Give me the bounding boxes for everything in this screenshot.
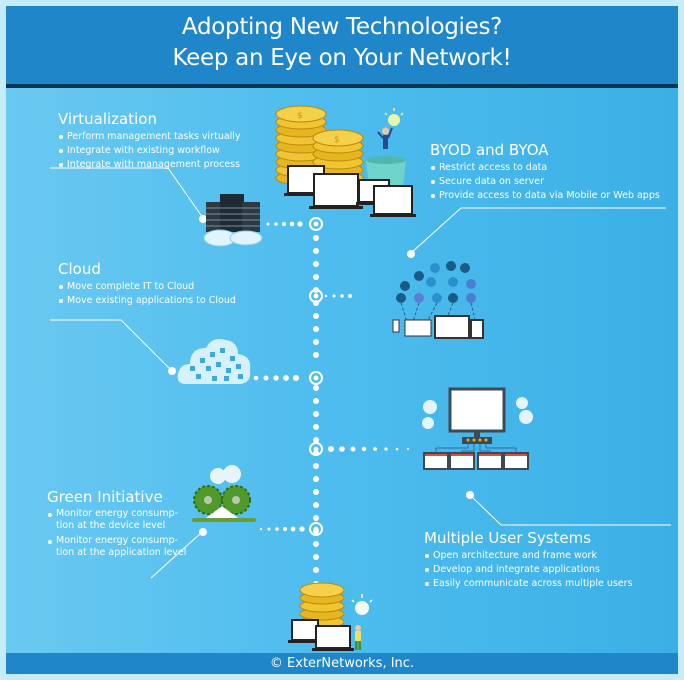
app-cloud-icon (177, 339, 251, 384)
main-panel: Virtualization Perform management tasks … (6, 88, 678, 653)
bullet-item: Integrate with management process (58, 158, 241, 172)
bullet-item: Monitor energy consump- tion at the devi… (47, 508, 186, 532)
bullet-list: Perform management tasks virtually Integ… (58, 130, 241, 172)
green-gears-icon (192, 465, 256, 522)
section-title: BYOD and BYOA (430, 141, 549, 159)
svg-text:$: $ (334, 135, 340, 145)
bullet-line: Monitor energy consump- (56, 535, 178, 546)
section-multiple-user-systems: Multiple User Systems Open architecture … (424, 529, 633, 591)
bullet-item: Easily communicate across multiple users (424, 577, 633, 591)
devices-apps-network-icon (392, 261, 484, 339)
section-byod-byoa: BYOD and BYOA Restrict access to data Se… (430, 141, 660, 203)
bullet-item: Secure data on server (430, 175, 660, 189)
title-line-1: Adopting New Technologies? (181, 14, 503, 40)
coins-laptops-idea-head-icon: $ $ (275, 105, 416, 217)
server-rack-cloud-icon (203, 194, 263, 247)
bullet-list: Monitor energy consump- tion at the devi… (47, 508, 186, 559)
bullet-list: Move complete IT to Cloud Move existing … (58, 280, 236, 308)
footer: © ExterNetworks, Inc. (6, 653, 678, 674)
section-green-initiative: Green Initiative Monitor energy consump-… (47, 488, 186, 562)
infographic: Adopting New Technologies? Keep an Eye o… (6, 6, 678, 674)
title-line-2: Keep an Eye on Your Network! (172, 45, 512, 71)
bullet-item: Open architecture and frame work (424, 549, 633, 563)
bullet-line: tion at the device level (56, 520, 166, 531)
bullet-line: Monitor energy consump- (56, 508, 178, 519)
section-title: Cloud (58, 260, 101, 278)
section-title: Virtualization (58, 110, 157, 128)
multi-monitor-network-icon (422, 387, 533, 470)
timeline-dots (50, 167, 671, 587)
section-cloud: Cloud Move complete IT to Cloud Move exi… (58, 260, 236, 308)
bullet-item: Restrict access to data (430, 161, 660, 175)
bullet-item: Monitor energy consump- tion at the appl… (47, 535, 186, 559)
bullet-item: Provide access to data via Mobile or Web… (430, 189, 660, 203)
bullet-item: Perform management tasks virtually (58, 130, 241, 144)
header-banner: Adopting New Technologies? Keep an Eye o… (6, 6, 678, 84)
bullet-item: Move complete IT to Cloud (58, 280, 236, 294)
bullet-list: Restrict access to data Secure data on s… (430, 161, 660, 203)
bullet-list: Open architecture and frame work Develop… (424, 549, 633, 591)
section-title: Green Initiative (47, 488, 163, 506)
bullet-line: tion at the application level (56, 547, 187, 558)
coins-laptops-person-lightbulb-icon (288, 582, 373, 651)
bullet-item: Move existing applications to Cloud (58, 294, 236, 308)
section-title: Multiple User Systems (424, 529, 592, 547)
svg-text:$: $ (297, 111, 303, 121)
section-virtualization: Virtualization Perform management tasks … (58, 110, 241, 172)
bullet-item: Integrate with existing workflow (58, 144, 241, 158)
copyright-text: © ExterNetworks, Inc. (269, 656, 415, 671)
bullet-item: Develop and integrate applications (424, 563, 633, 577)
header-divider (6, 84, 678, 88)
